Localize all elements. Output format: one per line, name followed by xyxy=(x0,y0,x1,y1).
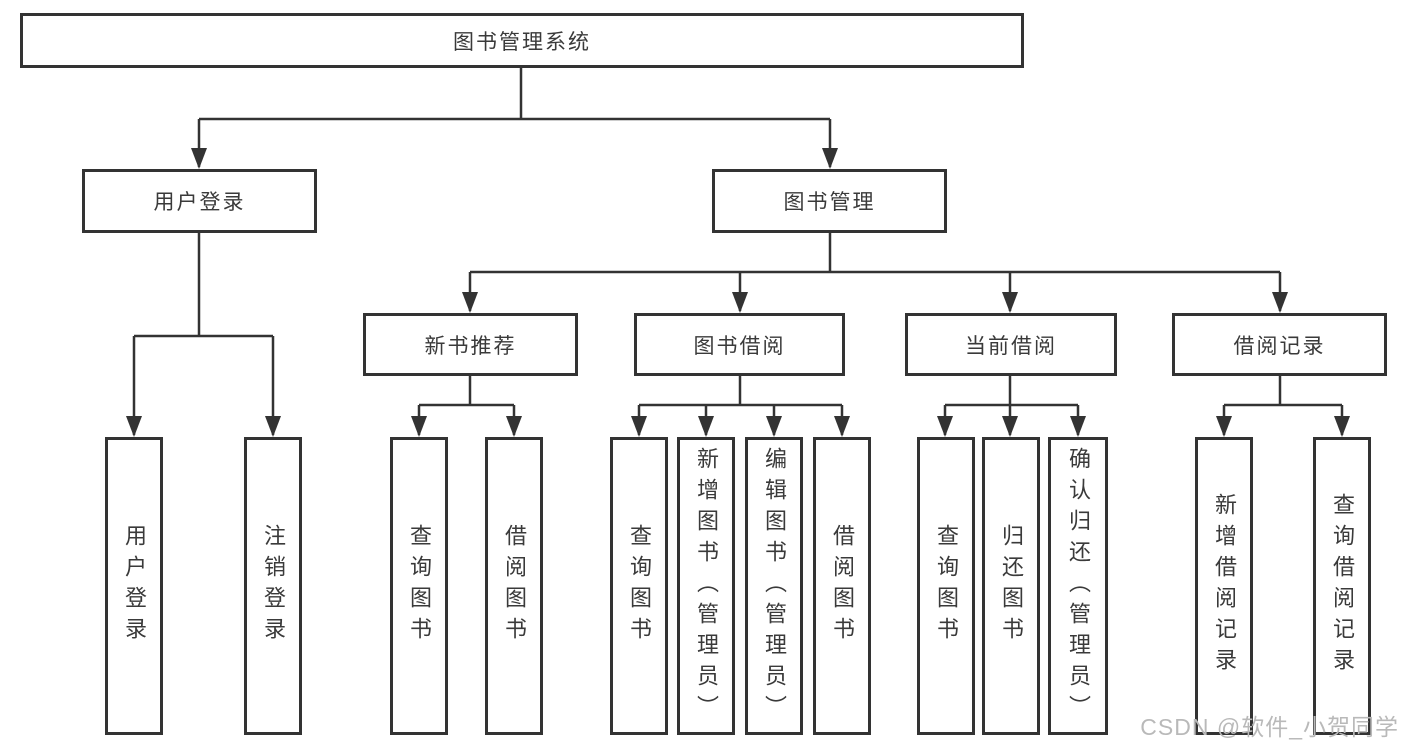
node-label: 借阅图书 xyxy=(502,524,527,648)
leaf-bb-edit-books-admin: 编辑图书（管理员） xyxy=(745,437,803,735)
node-label: 注销登录 xyxy=(261,524,286,648)
node-label: 借阅记录 xyxy=(1233,334,1326,358)
node-label: 新增借阅记录 xyxy=(1212,493,1237,679)
leaf-br-add-borrow-record: 新增借阅记录 xyxy=(1195,437,1253,735)
node-library-management-system: 图书管理系统 xyxy=(20,13,1024,68)
node-label: 图书管理 xyxy=(783,191,876,214)
leaf-bb-add-books-admin: 新增图书（管理员） xyxy=(677,437,735,735)
leaf-nbr-search-books: 查询图书 xyxy=(390,437,448,735)
leaf-cb-search-books: 查询图书 xyxy=(917,437,975,735)
node-book-management: 图书管理 xyxy=(712,169,947,233)
node-label: 查询图书 xyxy=(627,524,652,648)
leaf-bb-search-books: 查询图书 xyxy=(610,437,668,735)
node-label: 查询图书 xyxy=(407,524,432,648)
node-label: 图书管理系统 xyxy=(453,30,591,54)
node-label: 确认归还（管理员） xyxy=(1066,446,1091,726)
node-label: 查询图书 xyxy=(934,524,959,648)
node-book-borrowing: 图书借阅 xyxy=(634,313,845,376)
leaf-bb-borrow-books: 借阅图书 xyxy=(813,437,871,735)
leaf-nbr-borrow-books: 借阅图书 xyxy=(485,437,543,735)
node-label: 新增图书（管理员） xyxy=(694,446,719,726)
node-label: 新书推荐 xyxy=(424,334,517,358)
node-borrowing-records: 借阅记录 xyxy=(1172,313,1387,376)
arrowhead-icons xyxy=(126,148,1350,437)
watermark: CSDN @软件_小贺同学 xyxy=(1140,714,1399,740)
node-label: 当前借阅 xyxy=(965,334,1057,358)
node-label: 查询借阅记录 xyxy=(1330,493,1355,679)
leaf-br-search-borrow-record: 查询借阅记录 xyxy=(1313,437,1371,735)
node-label: 归还图书 xyxy=(999,524,1024,648)
node-user-login: 用户登录 xyxy=(82,169,317,233)
node-label: 编辑图书（管理员） xyxy=(762,446,787,726)
leaf-logout: 注销登录 xyxy=(244,437,302,735)
leaf-user-login: 用户登录 xyxy=(105,437,163,735)
node-label: 图书借阅 xyxy=(693,334,786,358)
leaf-cb-return-books: 归还图书 xyxy=(982,437,1040,735)
node-new-book-recommendation: 新书推荐 xyxy=(363,313,578,376)
leaf-cb-confirm-return-admin: 确认归还（管理员） xyxy=(1048,437,1108,735)
node-label: 用户登录 xyxy=(122,524,147,648)
node-current-borrowing: 当前借阅 xyxy=(905,313,1117,376)
node-label: 用户登录 xyxy=(153,191,246,214)
node-label: 借阅图书 xyxy=(830,524,855,648)
